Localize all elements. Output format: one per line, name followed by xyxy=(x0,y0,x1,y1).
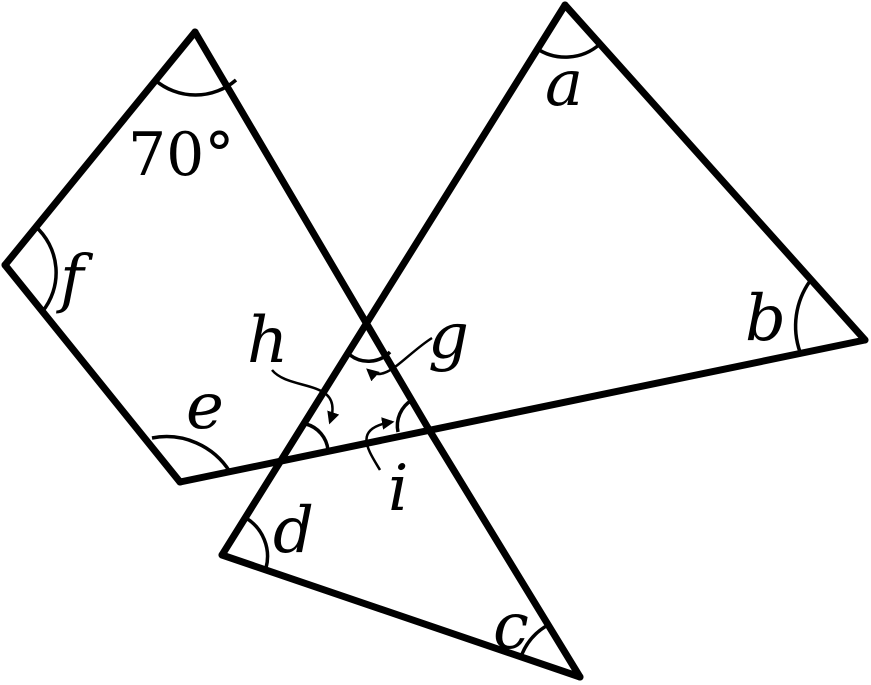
label-b: b xyxy=(745,282,786,356)
label-70-degrees: 70° xyxy=(128,120,234,190)
right-triangle xyxy=(218,1,869,559)
label-a: a xyxy=(545,47,583,121)
arc-a xyxy=(535,42,602,59)
label-e: e xyxy=(186,370,224,444)
bottom-triangle-left-edge xyxy=(218,551,584,681)
arc-h xyxy=(305,422,330,451)
arc-b xyxy=(793,279,812,353)
right-triangle-left-edge xyxy=(218,1,569,559)
label-i: i xyxy=(388,452,408,526)
long-bottom-line xyxy=(176,336,869,486)
angle-pointers xyxy=(271,336,433,471)
right-triangle-right-edge xyxy=(561,1,869,344)
label-f: f xyxy=(56,242,94,316)
arc-70-degrees xyxy=(153,78,238,97)
angle-labels: 70° a b c d e f g h i xyxy=(56,47,786,664)
bottom-triangle xyxy=(218,424,584,681)
arc-f xyxy=(33,224,58,314)
arc-g xyxy=(348,350,392,363)
angle-arcs xyxy=(33,42,812,655)
quad-edge-top-right xyxy=(191,28,432,432)
label-g: g xyxy=(428,300,469,374)
arc-c xyxy=(520,623,549,655)
pointer-i xyxy=(365,417,395,471)
arc-d xyxy=(245,516,270,569)
bottom-triangle-right-edge xyxy=(424,424,584,681)
label-d: d xyxy=(273,494,314,568)
pointer-h xyxy=(271,369,340,425)
label-h: h xyxy=(247,304,288,378)
quad-edge-bottom-left xyxy=(1,261,184,486)
label-c: c xyxy=(493,590,529,664)
pointer-g xyxy=(366,336,433,382)
arc-e xyxy=(151,434,232,473)
arc-i xyxy=(395,398,413,433)
